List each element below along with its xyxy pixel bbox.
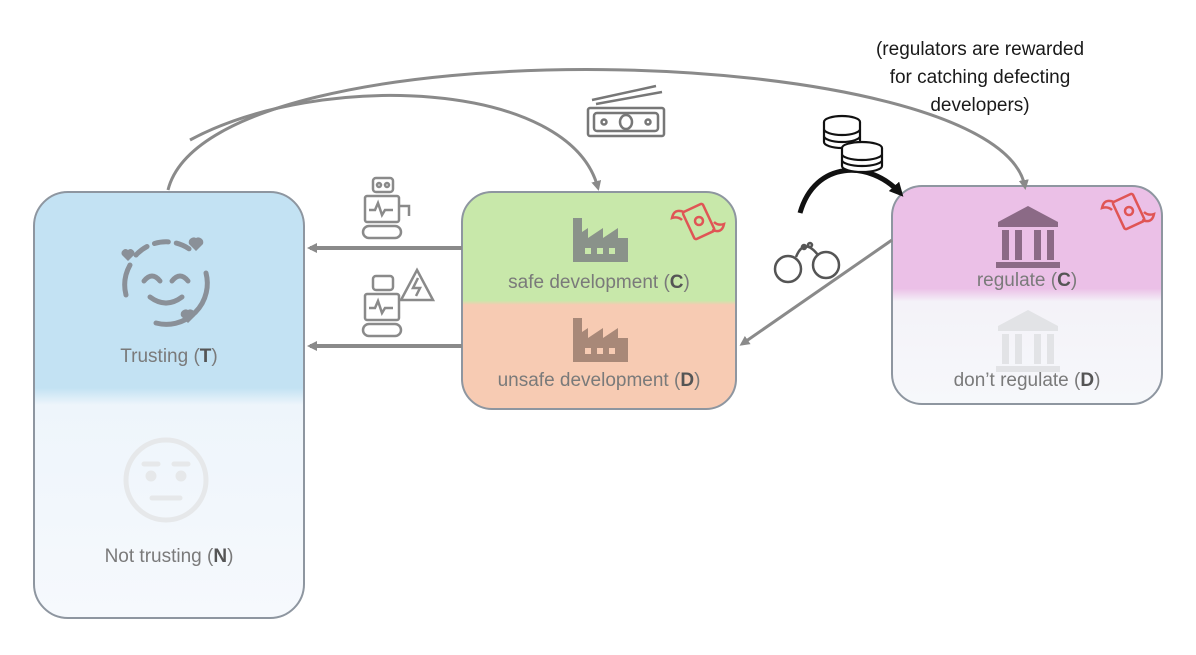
arrow-regulate-to-unsafe bbox=[739, 238, 893, 346]
robot-icon bbox=[361, 176, 411, 240]
factory-icon bbox=[573, 318, 628, 362]
arrow-trusting-to-regulate bbox=[166, 68, 1029, 191]
label-safe-development: safe development (C) bbox=[508, 272, 690, 293]
flying-money-icon bbox=[1100, 192, 1156, 231]
developers-box bbox=[461, 191, 737, 410]
flying-money-icon bbox=[670, 202, 726, 241]
label-dont-regulate: don’t regulate (D) bbox=[953, 370, 1101, 391]
coin-stack-icon bbox=[822, 114, 884, 174]
arrow-trusting-to-safe-dev bbox=[189, 94, 602, 191]
bank-icon bbox=[996, 206, 1060, 268]
banknote-icon bbox=[586, 84, 666, 138]
note-line-2: for catching defecting bbox=[889, 67, 1071, 88]
users-box bbox=[33, 191, 305, 619]
label-trusting: Trusting (T) bbox=[120, 346, 218, 367]
note-line-3: developers) bbox=[930, 95, 1030, 116]
label-unsafe-development: unsafe development (D) bbox=[497, 370, 701, 391]
handcuffs-icon bbox=[773, 241, 841, 284]
regulator-reward-note: (regulators are rewarded for catching de… bbox=[855, 36, 1105, 120]
label-not-trusting: Not trusting (N) bbox=[104, 546, 234, 567]
label-regulate: regulate (C) bbox=[976, 270, 1078, 291]
arrow-reward-to-regulate bbox=[797, 167, 904, 214]
bank-icon bbox=[996, 310, 1060, 372]
note-line-1: (regulators are rewarded bbox=[875, 39, 1085, 60]
neutral-face-icon bbox=[123, 437, 209, 523]
smiling-face-hearts-icon bbox=[121, 237, 210, 327]
factory-icon bbox=[573, 218, 628, 262]
robot-warning-icon bbox=[361, 267, 436, 338]
